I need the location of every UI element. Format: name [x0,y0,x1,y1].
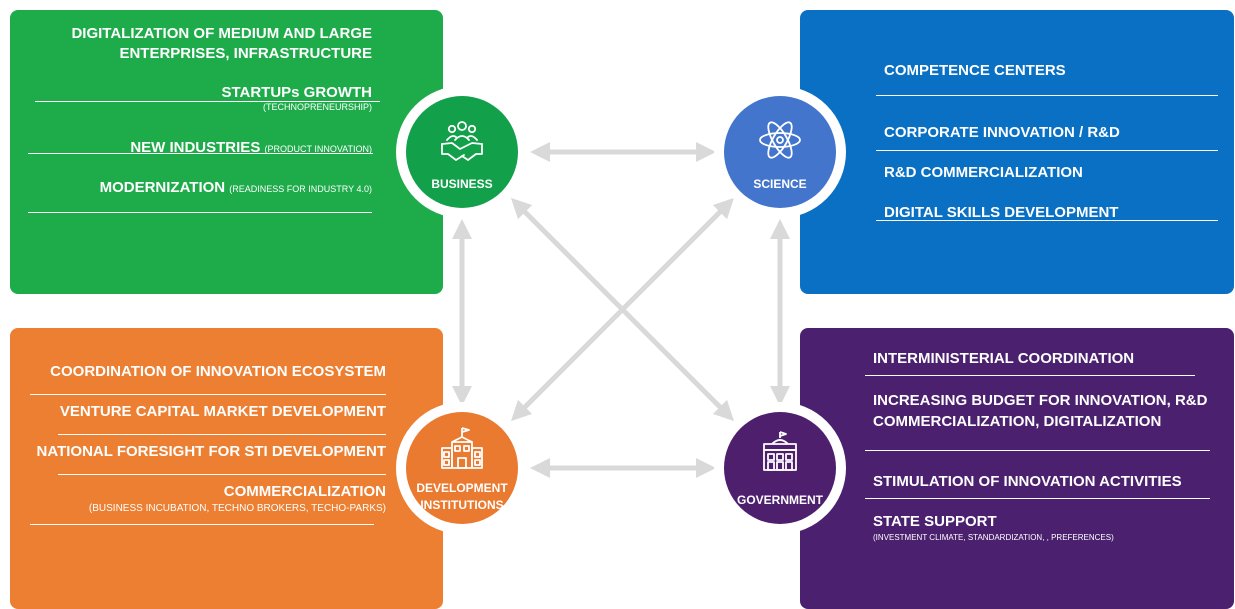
development-divider-2 [58,434,386,435]
development-item-foresight: NATIONAL FORESIGHT FOR STI DEVELOPMENT [36,443,386,460]
government-item-state-support: STATE SUPPORT [873,513,997,530]
government-item-state-support-note: (INVESTMENT CLIMATE, STANDARDIZATION, , … [873,533,1114,542]
government-item-stimulation: STIMULATION OF INNOVATION ACTIVITIES [873,473,1182,490]
development-node-label-line1: DEVELOPMENT [416,481,508,495]
business-item-startups-note: (TECHNOPRENEURSHIP) [262,102,372,112]
business-divider-2 [28,153,373,154]
development-institutions-panel [10,328,443,609]
science-item-competence-centers: COMPETENCE CENTERS [884,62,1066,79]
business-divider-3 [28,212,372,213]
government-item-interministerial: INTERMINISTERIAL COORDINATION [873,350,1135,367]
government-panel [800,328,1234,609]
development-item-commercialization: COMMERCIALIZATION [223,483,386,500]
government-item-budget-line2: COMMERCIALIZATION, DIGITALIZATION [873,413,1162,430]
business-panel [10,10,443,294]
business-item-modernization-row: MODERNIZATION (READINESS FOR INDUSTRY 4.… [100,178,372,199]
business-item-modernization: MODERNIZATION [99,179,226,196]
development-item-venture-capital: VENTURE CAPITAL MARKET DEVELOPMENT [59,403,386,420]
business-item-new-industries-note: (PRODUCT INNOVATION) [264,144,373,154]
development-item-commercialization-note: (BUSINESS INCUBATION, TECHNO BROKERS, TE… [88,503,386,514]
science-item-rd-commercialization: R&D COMMERCIALIZATION [884,164,1083,181]
development-divider-1 [30,394,386,395]
science-panel [800,10,1234,294]
development-node-label-line2: INSTITUTIONS [420,498,504,512]
development-divider-4 [30,524,374,525]
business-item-digitalization-line1: DIGITALIZATION OF MEDIUM AND LARGE [71,25,372,42]
development-institutions-node: DEVELOPMENT INSTITUTIONS [396,402,528,534]
atom-icon [759,121,801,159]
people-handshake-icon [441,121,483,161]
science-item-digital-skills: DIGITAL SKILLS DEVELOPMENT [884,204,1119,221]
business-item-new-industries-row: NEW INDUSTRIES (PRODUCT INNOVATION) [130,138,372,159]
development-item-coordination: COORDINATION OF INNOVATION ECOSYSTEM [50,363,386,380]
business-divider-1 [35,101,380,102]
government-node-label: GOVERNMENT [736,493,823,507]
science-divider-3 [876,220,1218,221]
government-item-budget-line1: INCREASING BUDGET FOR INNOVATION, R&D [873,392,1208,409]
business-node: BUSINESS [396,86,528,218]
government-divider-1 [865,375,1195,376]
science-item-corporate-innovation: CORPORATE INNOVATION / R&D [884,124,1120,141]
business-node-label: BUSINESS [431,177,493,191]
government-node: GOVERNMENT [714,402,846,534]
science-node-label: SCIENCE [753,177,807,191]
science-node: SCIENCE [714,86,846,218]
government-divider-3 [865,498,1210,499]
business-item-modernization-note: (READINESS FOR INDUSTRY 4.0) [229,184,372,194]
business-item-startups: STARTUPs GROWTH [221,84,372,101]
science-divider-2 [876,150,1218,151]
school-building-icon [441,427,483,469]
science-divider-1 [876,95,1218,96]
business-item-new-industries: NEW INDUSTRIES [130,139,261,156]
arrow-science-development [510,197,735,422]
development-divider-3 [58,474,386,475]
business-item-digitalization-line2: ENTERPRISES, INFRASTRUCTURE [119,45,372,62]
government-building-icon [763,431,797,471]
government-divider-2 [865,450,1210,451]
